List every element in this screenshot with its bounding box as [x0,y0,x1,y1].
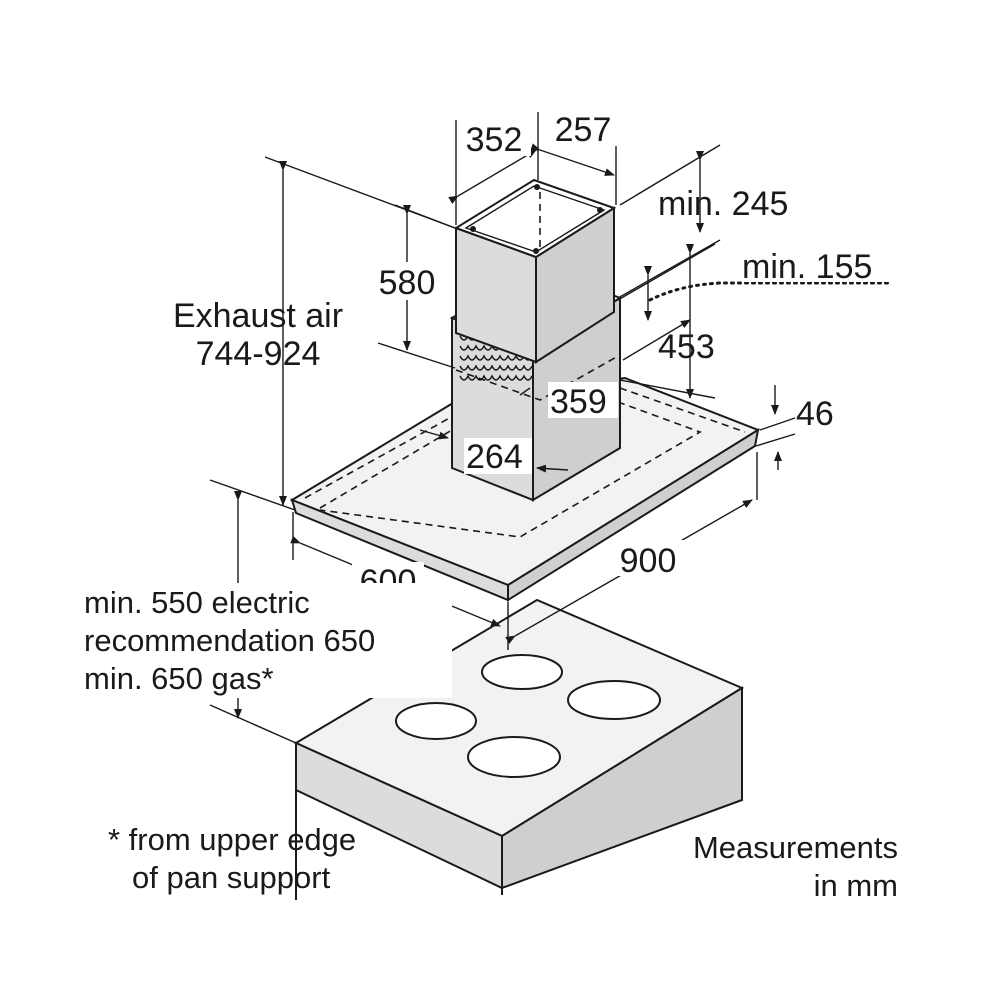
chimney-width-label: 352 [466,121,523,159]
hood-width-label: 900 [620,542,677,580]
clearance-gas: min. 650 gas* [84,661,274,696]
burner-right [567,680,661,720]
hood-height-label: 46 [796,395,834,433]
exhaust-air-range: 744-924 [196,335,321,373]
upper-chimney-label: 580 [379,264,436,302]
chimney-depth-label: 257 [555,111,612,149]
burner-back [481,654,563,690]
footnote-line-1: * from upper edge [108,822,356,857]
cooktop [293,598,745,900]
footnote-line-2: of pan support [132,860,331,895]
labels: Exhaust air 744-924 352 257 min. 245 min… [80,110,898,903]
min-245-label: min. 245 [658,185,788,223]
exhaust-air-label: Exhaust air [173,297,343,335]
clearance-recommendation: recommendation 650 [84,623,375,658]
units-line-2: in mm [814,868,898,903]
dimension-lines [209,112,892,744]
clearance-electric: min. 550 electric [84,585,310,620]
burner-left [395,702,477,740]
dim-359-label: 359 [550,383,607,421]
upper-chimney [453,178,617,364]
dim-453-label: 453 [658,328,715,366]
dim-264-label: 264 [466,438,523,476]
burner-front [467,736,561,778]
min-155-label: min. 155 [742,248,872,286]
units-line-1: Measurements [693,830,898,865]
